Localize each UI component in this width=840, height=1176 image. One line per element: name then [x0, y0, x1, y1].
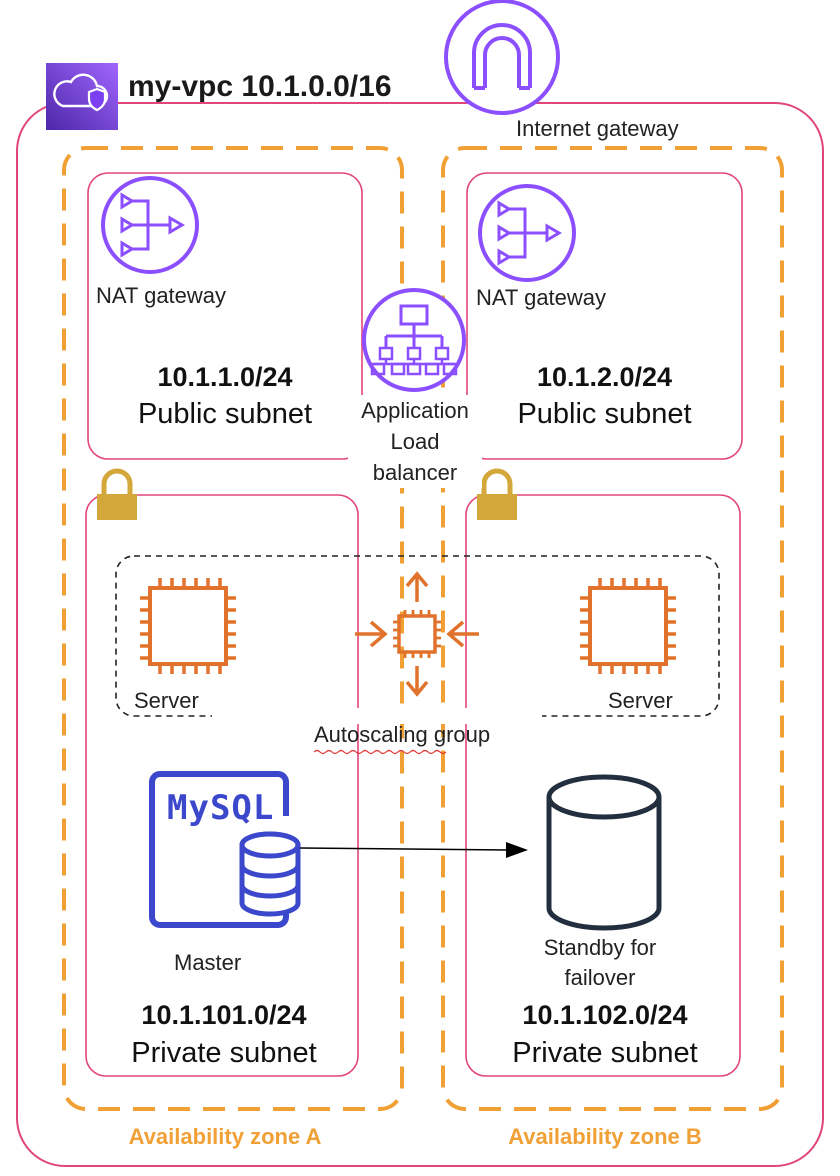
- availability-zone-a-boundary: [62, 146, 404, 1111]
- private-subnet-a-name: Private subnet: [131, 1037, 317, 1069]
- server-icon-b: [580, 578, 676, 674]
- public-subnet-b-cidr: 10.1.2.0/24: [536, 362, 673, 392]
- server-icon-a: [140, 578, 236, 674]
- load-balancer-icon: [362, 288, 466, 392]
- autoscaling-group-label: Autoscaling group: [314, 722, 491, 747]
- private-subnet-b-boundary: [465, 494, 741, 1077]
- standby-db-label: Standby for failover: [514, 933, 686, 993]
- nat-gateway-icon-a: [101, 176, 199, 274]
- lock-icon-b: [477, 468, 517, 520]
- internet-gateway-icon: [444, 0, 560, 115]
- load-balancer-label-line: balancer: [372, 460, 458, 485]
- vpc-title: my-vpc 10.1.0.0/16: [128, 70, 392, 103]
- standby-db-label-line: Standby for: [543, 935, 657, 960]
- spellcheck-underline: [313, 749, 447, 755]
- server-label-a: Server: [134, 688, 199, 713]
- internet-gateway-label: Internet gateway: [516, 116, 679, 141]
- load-balancer-label: Application Load balancer: [348, 395, 482, 488]
- lock-icon-a: [97, 468, 137, 520]
- availability-zone-a-label: Availability zone A: [128, 1124, 322, 1149]
- load-balancer-label-line: Application: [361, 398, 469, 423]
- availability-zone-b-label: Availability zone B: [508, 1124, 702, 1149]
- mysql-logo-text: MySQL: [167, 788, 275, 828]
- private-subnet-a-cidr: 10.1.101.0/24: [141, 1000, 307, 1030]
- autoscaling-icon: [355, 571, 479, 697]
- public-subnet-b-boundary: [466, 172, 743, 460]
- availability-zone-b-boundary: [441, 146, 784, 1111]
- standby-db-label-line: failover: [564, 965, 636, 990]
- nat-gateway-icon-b: [478, 184, 576, 282]
- vpc-icon: [46, 63, 118, 130]
- master-db-label: Master: [174, 950, 242, 975]
- server-label-b: Server: [608, 688, 673, 713]
- nat-gateway-label-b: NAT gateway: [476, 285, 607, 310]
- standby-database-icon: [546, 774, 662, 931]
- vpc-boundary: [16, 102, 824, 1167]
- replication-arrow: [299, 842, 528, 858]
- private-subnet-a-boundary: [85, 494, 359, 1077]
- private-subnet-b-cidr: 10.1.102.0/24: [522, 1000, 688, 1030]
- public-subnet-a-cidr: 10.1.1.0/24: [157, 362, 293, 392]
- load-balancer-label-line: Load: [390, 429, 440, 454]
- private-subnet-b-name: Private subnet: [512, 1037, 698, 1069]
- public-subnet-a-boundary: [87, 172, 363, 460]
- nat-gateway-label-a: NAT gateway: [96, 283, 227, 308]
- mysql-icon: [149, 771, 301, 928]
- public-subnet-a-name: Public subnet: [137, 398, 313, 430]
- public-subnet-b-name: Public subnet: [517, 398, 692, 430]
